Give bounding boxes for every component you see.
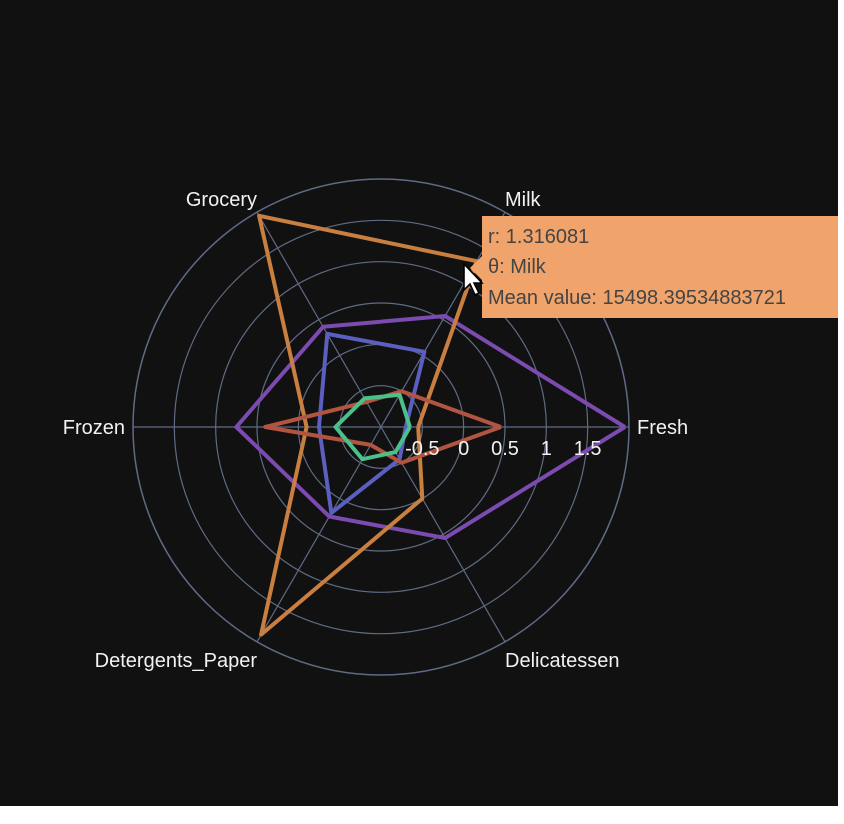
series-line-3[interactable]	[317, 331, 427, 515]
angular-axis-label: Fresh	[637, 417, 688, 439]
radial-tick-label: 0.5	[491, 438, 519, 460]
grid-spoke	[256, 211, 382, 428]
radial-tick-label: 0	[458, 438, 469, 460]
grid-spoke	[256, 426, 382, 643]
angular-axis-label: Grocery	[186, 189, 257, 211]
tooltip-r: r: 1.316081	[488, 226, 590, 248]
tooltip-mean: Mean value: 15498.39534883721	[488, 287, 787, 309]
angular-axis-label: Detergents_Paper	[95, 650, 258, 672]
polar-grid	[132, 178, 630, 676]
angular-axis-label: Frozen	[63, 417, 125, 439]
radial-tick-label: 1.5	[574, 438, 602, 460]
series-line-4[interactable]	[263, 389, 502, 465]
hover-tooltip: r: 1.316081 θ: Milk Mean value: 15498.39…	[482, 216, 838, 318]
mouse-cursor-icon	[463, 262, 484, 297]
series-line-5[interactable]	[333, 392, 412, 462]
radial-ticks: -0.5 0 0.5 1 1.5	[405, 438, 601, 460]
radial-tick-label: -0.5	[405, 438, 439, 460]
radar-chart[interactable]: -0.5 0 0.5 1 1.5 Fresh Milk GroceryFrozenDeter…	[0, 0, 838, 806]
angular-axis-label: Delicatessen	[505, 650, 620, 672]
series-line-1[interactable]	[234, 314, 626, 540]
tooltip-theta: θ: Milk	[488, 256, 546, 278]
series-line-2[interactable]	[257, 213, 479, 637]
angular-axis-label: Milk	[505, 189, 542, 211]
radial-tick-label: 1	[541, 438, 552, 460]
